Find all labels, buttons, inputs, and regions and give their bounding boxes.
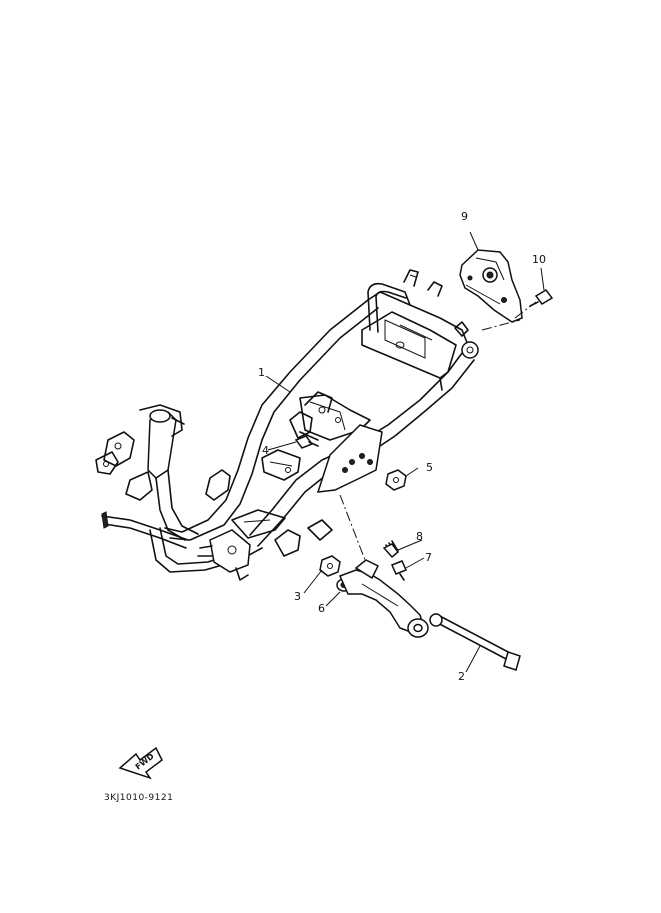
callout-3: 3: [294, 590, 301, 603]
part-2-long-bolt: [429, 613, 521, 671]
part-9-bracket-plate: [459, 249, 523, 323]
catalog-code: 3KJ1010-9121: [104, 793, 173, 803]
callout-4: 4: [262, 444, 269, 457]
callout-7: 7: [425, 551, 432, 564]
callout-10: 10: [532, 253, 546, 266]
fwd-arrow-icon: FWD: [118, 746, 163, 780]
leader-lines: [265, 231, 545, 673]
callout-2: 2: [458, 670, 465, 683]
main-frame: [95, 269, 479, 581]
part-4-bolt: [294, 435, 319, 449]
part-7-pin: [390, 560, 408, 581]
callout-9: 9: [461, 210, 468, 223]
part-8-spring: [382, 540, 400, 559]
callout-5: 5: [426, 461, 433, 474]
part-3-nut: [319, 555, 341, 577]
part-5-nut: [385, 469, 407, 491]
callout-1: 1: [258, 366, 265, 379]
callout-labels: 1 2 3 4 5 6 7 8 9 10: [258, 210, 546, 683]
callout-8: 8: [416, 530, 423, 543]
engine-mount-arm: [338, 559, 429, 638]
callout-6: 6: [318, 602, 325, 615]
